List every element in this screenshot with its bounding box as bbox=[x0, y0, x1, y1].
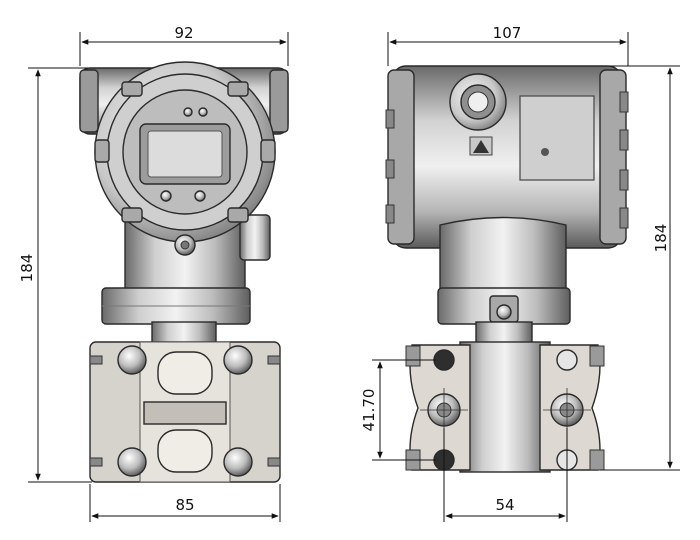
side-conduit-entry-hole bbox=[467, 91, 489, 113]
side-vent-left-top bbox=[433, 349, 455, 371]
front-conduit-cap-left bbox=[79, 69, 99, 133]
side-capsule bbox=[459, 341, 551, 473]
front-side-plug bbox=[239, 214, 271, 261]
side-dim-height: 184 bbox=[600, 65, 680, 471]
front-stem bbox=[151, 321, 217, 345]
side-dim-top-label: 107 bbox=[493, 24, 522, 42]
side-nameplate-screw bbox=[541, 148, 549, 156]
front-display-glass bbox=[147, 130, 223, 178]
front-cover-lugs bbox=[94, 81, 276, 223]
front-flange-slot bbox=[143, 401, 227, 425]
front-ground-screw-center bbox=[180, 240, 190, 250]
side-stem bbox=[475, 321, 533, 345]
side-view bbox=[385, 65, 629, 473]
side-dim-flange-spacing: 41.70 bbox=[360, 359, 436, 461]
front-conduit-cap-right bbox=[269, 69, 289, 133]
front-flange-rib-bottom bbox=[157, 429, 213, 473]
front-dim-height: 184 bbox=[18, 67, 92, 483]
front-bolt-top-right bbox=[223, 345, 253, 375]
front-view bbox=[79, 61, 289, 483]
front-dim-height-label: 184 bbox=[18, 254, 36, 283]
side-cover-right bbox=[599, 69, 627, 245]
side-dim-height-label: 184 bbox=[652, 224, 670, 253]
front-dim-top: 92 bbox=[79, 24, 289, 66]
front-dim-bottom: 85 bbox=[89, 484, 281, 522]
front-screw-bottom-left bbox=[160, 190, 172, 202]
front-dim-bottom-label: 85 bbox=[175, 496, 194, 514]
warning-icon bbox=[473, 140, 489, 153]
front-screw-top-right bbox=[198, 107, 208, 117]
front-flange-rib-top bbox=[157, 351, 213, 395]
front-bolt-top-left bbox=[117, 345, 147, 375]
side-dim-top: 107 bbox=[387, 24, 629, 66]
front-bolt-bottom-right bbox=[223, 447, 253, 477]
side-dim-bottom-label: 54 bbox=[495, 496, 514, 514]
side-nameplate bbox=[519, 95, 595, 181]
side-clamp-screw bbox=[496, 304, 512, 320]
side-dim-bottom: 54 bbox=[443, 428, 568, 522]
front-screw-top-left bbox=[183, 107, 193, 117]
front-dim-top-label: 92 bbox=[174, 24, 193, 42]
front-bolt-bottom-left bbox=[117, 447, 147, 477]
side-dim-flange-spacing-label: 41.70 bbox=[360, 389, 378, 432]
side-vent-right-top bbox=[556, 349, 578, 371]
front-screw-bottom-right bbox=[194, 190, 206, 202]
side-neck bbox=[439, 216, 567, 291]
